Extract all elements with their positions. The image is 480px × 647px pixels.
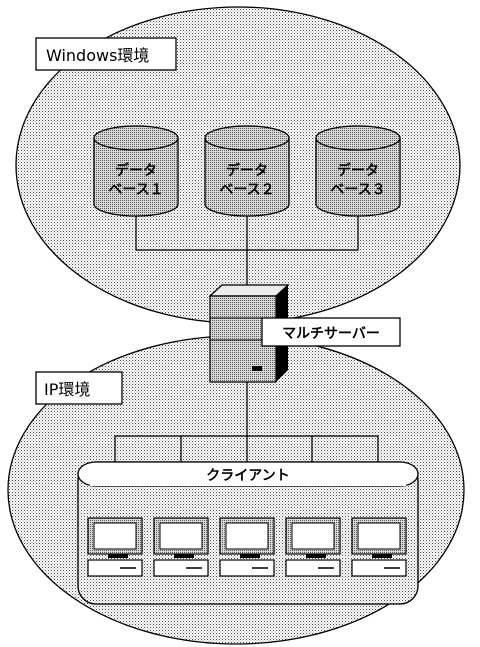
windows-environment-label-box: Windows環境 <box>35 37 177 71</box>
database-1-label-line2: ベース１ <box>108 182 163 198</box>
database-3: データ ベース３ <box>315 125 401 217</box>
database-1: データ ベース１ <box>93 125 179 217</box>
server-indicator <box>252 366 262 371</box>
client-pc-3 <box>219 517 275 577</box>
client-pcs <box>87 517 407 577</box>
database-1-label-line1: データ <box>115 162 157 179</box>
windows-environment-label: Windows環境 <box>46 46 149 65</box>
client-pc-1 <box>87 517 143 577</box>
client-pc-4 <box>285 517 341 577</box>
database-connectors <box>135 215 359 296</box>
ip-environment-label: IP環境 <box>44 380 90 399</box>
server-label: マルチサーバー <box>282 326 380 342</box>
client-pc-5 <box>351 517 407 577</box>
database-2-label-line2: ベース２ <box>219 182 274 198</box>
database-3-label-line2: ベース３ <box>330 182 385 198</box>
client-pc-2 <box>153 517 209 577</box>
database-2: データ ベース２ <box>204 125 290 217</box>
client-group-label: クライアント <box>206 468 289 484</box>
server-label-box: マルチサーバー <box>261 317 401 347</box>
ip-environment-label-box: IP環境 <box>35 371 123 405</box>
database-3-label-line1: データ <box>337 162 379 179</box>
database-2-label-line1: データ <box>226 162 268 179</box>
